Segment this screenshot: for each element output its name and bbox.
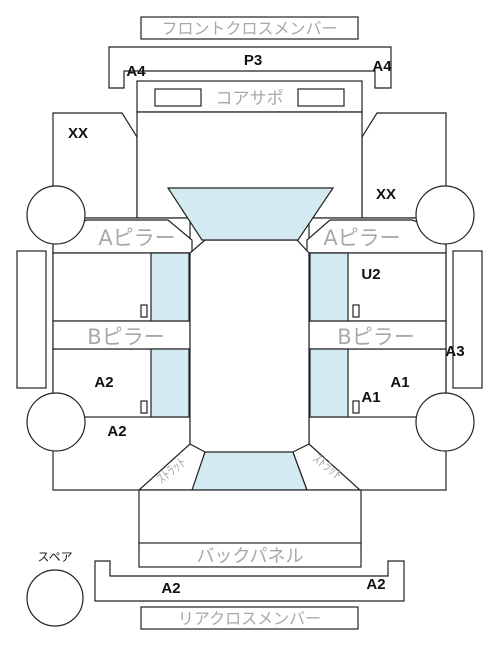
code-rear-member-left: A2	[161, 580, 180, 597]
rear-cross-member-box[interactable]	[140, 606, 359, 630]
right-rear-door-glass[interactable]	[309, 348, 349, 418]
spare-wheel[interactable]	[26, 569, 84, 627]
spare-label: スペア	[37, 550, 72, 564]
left-rear-wheel[interactable]	[26, 392, 86, 452]
code-front-member-center: P3	[244, 52, 262, 69]
right-front-wheel[interactable]	[415, 185, 475, 245]
left-front-door-glass[interactable]	[150, 252, 190, 322]
code-right-rear-door-inner: A1	[361, 389, 380, 406]
left-rear-door-glass[interactable]	[150, 348, 190, 418]
left-b-pillar-label: Bピラー	[87, 325, 164, 349]
core-support-label: コアサポ	[216, 89, 284, 109]
left-front-door-handle[interactable]	[140, 304, 148, 318]
right-rear-wheel[interactable]	[415, 392, 475, 452]
back-panel-label: バックパネル	[196, 546, 303, 567]
code-front-member-left: A4	[126, 63, 146, 80]
code-right-rear-door-outer: A1	[390, 374, 409, 391]
right-b-pillar[interactable]	[308, 320, 447, 350]
roof-panel[interactable]	[189, 239, 310, 464]
left-front-wheel[interactable]	[26, 185, 86, 245]
right-b-pillar-label: Bピラー	[337, 325, 414, 349]
front-cross-member-label: フロントクロスメンバー	[161, 19, 337, 38]
rear-window[interactable]	[190, 451, 308, 491]
front-bumper-outline[interactable]	[108, 46, 392, 89]
left-a-pillar-label: Aピラー	[98, 226, 175, 250]
right-side-sill[interactable]	[452, 250, 483, 389]
code-right-front-fender: XX	[376, 186, 396, 203]
windshield[interactable]	[166, 187, 335, 241]
left-rear-door-handle[interactable]	[140, 400, 148, 414]
code-left-front-fender: XX	[68, 125, 88, 142]
trunk-lid[interactable]	[138, 489, 362, 545]
left-side-sill[interactable]	[16, 250, 47, 389]
front-cross-member-box[interactable]	[140, 16, 359, 40]
code-right-front-door: U2	[361, 266, 380, 283]
back-panel-box[interactable]	[138, 542, 362, 568]
code-front-member-right: A4	[372, 58, 392, 75]
rear-bumper-outline[interactable]	[94, 560, 405, 602]
right-rear-door-handle[interactable]	[352, 400, 360, 414]
code-rear-member-right: A2	[366, 576, 385, 593]
code-right-side-sill: A3	[445, 343, 464, 360]
right-headlight-box[interactable]	[297, 88, 345, 107]
left-b-pillar[interactable]	[52, 320, 191, 350]
rear-cross-member-label: リアクロスメンバー	[178, 609, 321, 628]
right-front-door-handle[interactable]	[352, 304, 360, 318]
code-left-rear-door: A2	[94, 374, 113, 391]
left-headlight-box[interactable]	[154, 88, 202, 107]
right-a-pillar-label: Aピラー	[323, 226, 400, 250]
code-left-rear-quarter: A2	[107, 423, 126, 440]
right-front-door-glass[interactable]	[309, 252, 349, 322]
